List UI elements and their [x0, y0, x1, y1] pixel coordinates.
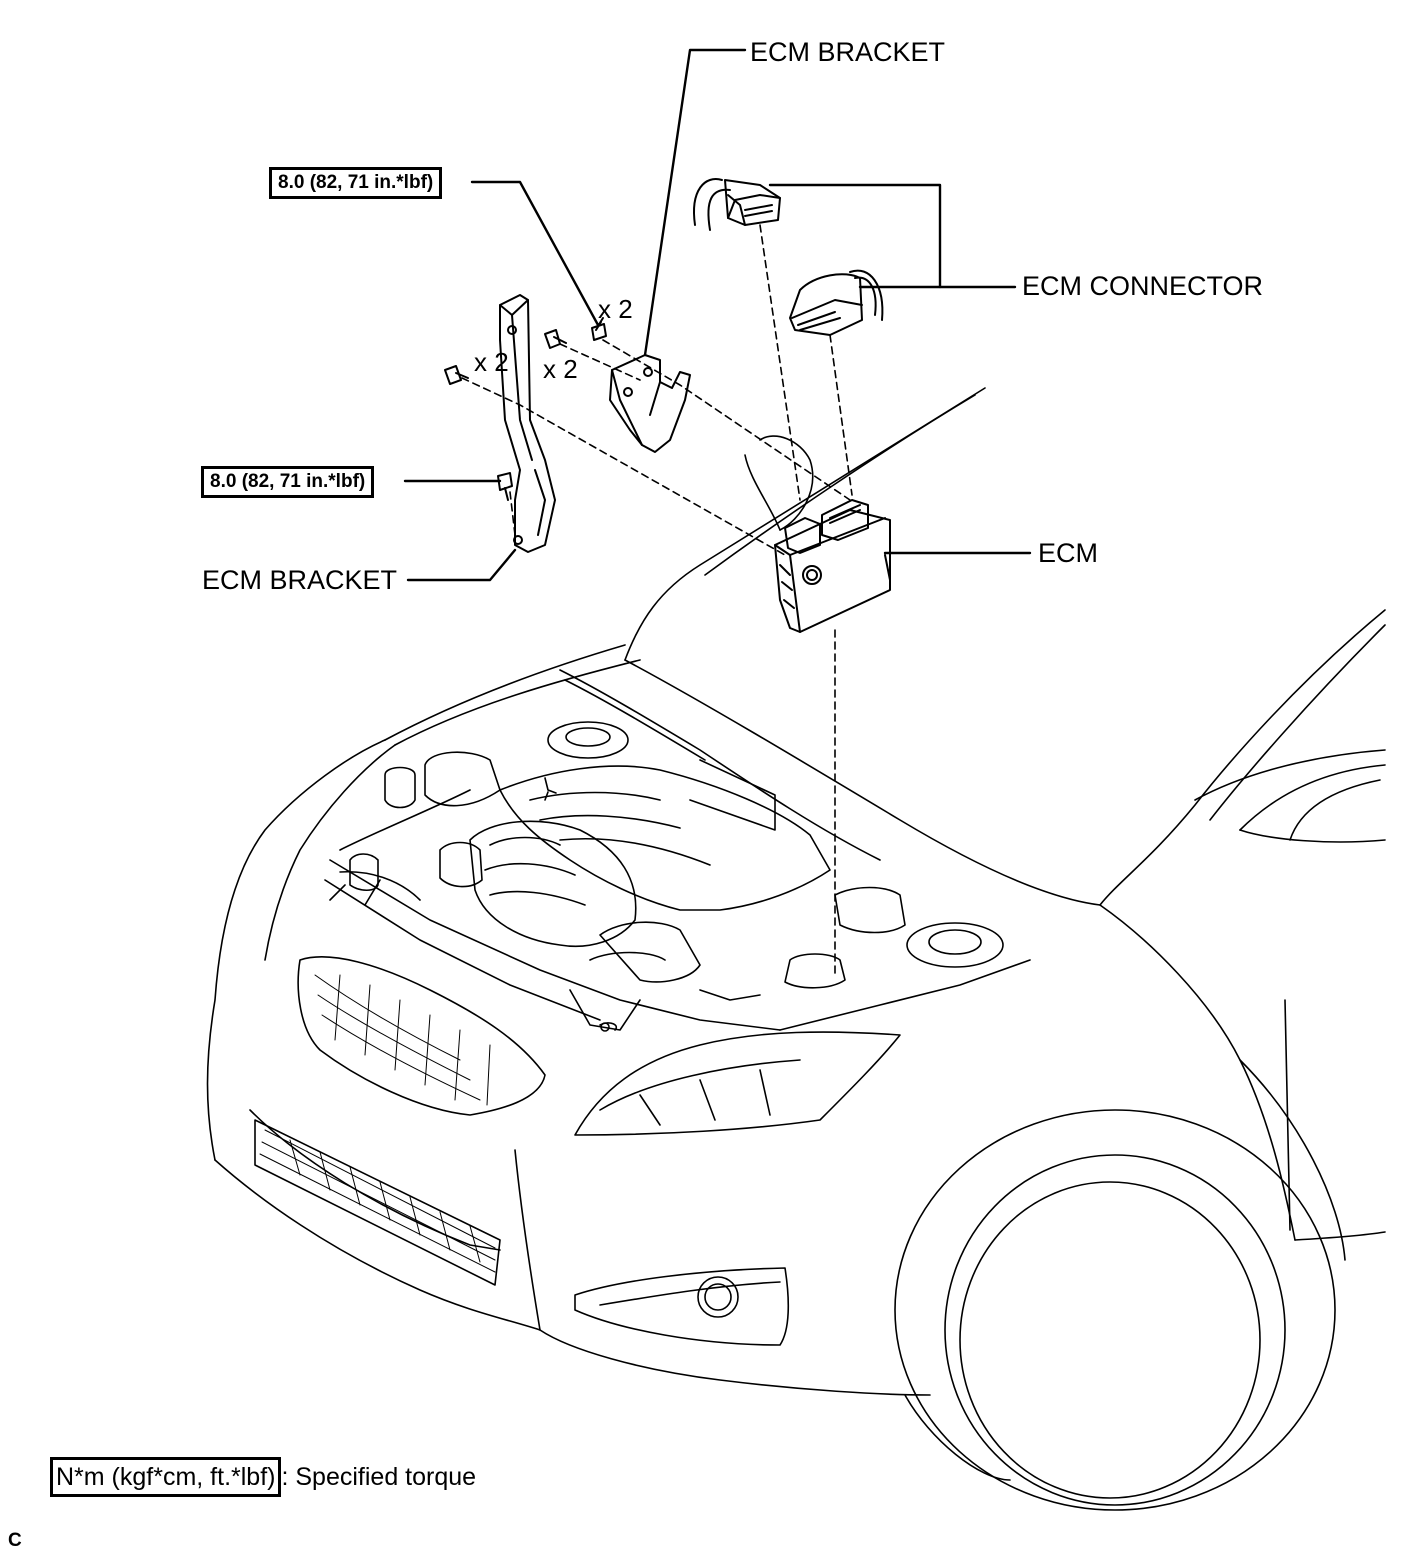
- leader-lines: [403, 48, 1032, 582]
- bolt-icons: [444, 317, 607, 501]
- quantity-bracket-bolts: x 2: [543, 354, 578, 384]
- quantity-upper-bolts: x 2: [598, 294, 633, 324]
- torque-spec-upper: 8.0 (82, 71 in.*lbf): [269, 167, 443, 199]
- ecm-connector-upper: [693, 178, 781, 231]
- bolt-icon: [497, 472, 513, 501]
- torque-spec-lower: 8.0 (82, 71 in.*lbf): [201, 466, 375, 498]
- vehicle-front-illustration: [206, 387, 1386, 1511]
- legend-unit-box: N*m (kgf*cm, ft.*lbf): [50, 1457, 282, 1497]
- ecm-bracket-upper: [609, 354, 691, 453]
- quantity-left-bolts: x 2: [474, 347, 509, 377]
- assembly-guide-lines: [461, 224, 853, 976]
- legend-description: : Specified torque: [281, 1463, 477, 1491]
- ecm-bracket-left-label: ECM BRACKET: [202, 565, 398, 595]
- bolt-icon: [444, 365, 469, 385]
- ecm-connector-lower: [789, 269, 884, 336]
- ecm-bracket-upper-label: ECM BRACKET: [750, 37, 946, 67]
- corner-code: C: [8, 1530, 22, 1551]
- torque-legend: N*m (kgf*cm, ft.*lbf): Specified torque: [50, 1457, 476, 1497]
- ecm-label: ECM: [1038, 538, 1098, 568]
- ecm-unit-drawing: [774, 499, 891, 633]
- ecm-bracket-left: [499, 294, 556, 553]
- ecm-connector-label: ECM CONNECTOR: [1022, 271, 1264, 301]
